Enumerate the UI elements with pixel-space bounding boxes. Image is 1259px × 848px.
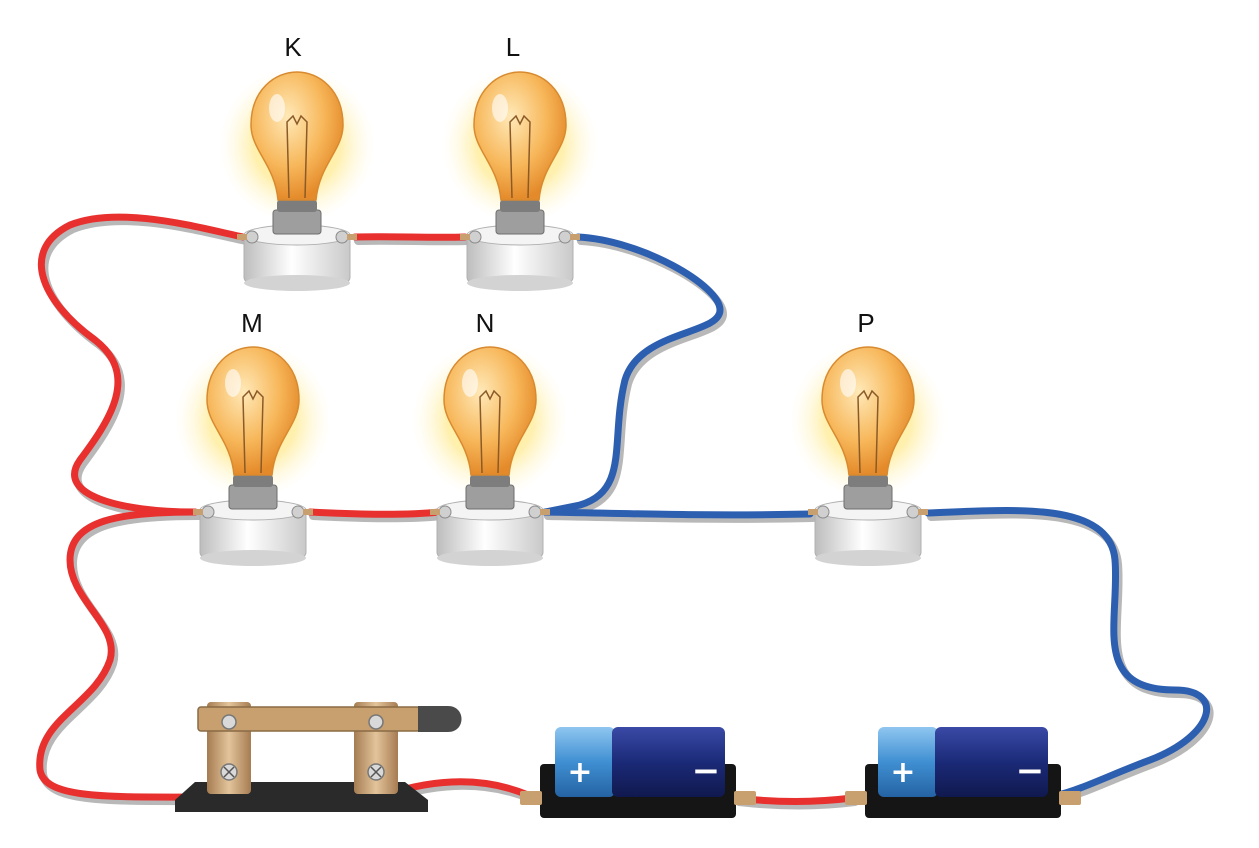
bulb-highlight: [492, 94, 508, 122]
bulb-label-m: M: [241, 308, 263, 338]
battery-terminal-left: [845, 791, 867, 805]
terminal-screw-icon: [438, 505, 452, 519]
terminal-screw-icon: [906, 505, 920, 519]
bulb-socket-bottom: [467, 275, 573, 291]
switch-handle[interactable]: [418, 706, 462, 732]
filament-icon: [286, 114, 308, 199]
filament-icon: [242, 389, 264, 474]
bulb-thread: [848, 475, 888, 487]
battery-terminal-left: [520, 791, 542, 805]
bulb-label-p: P: [857, 308, 874, 338]
wire-p-to-battery: [924, 506, 1210, 799]
bulb-m: [175, 342, 331, 566]
bulb-collar: [843, 484, 893, 510]
bulb-socket-bottom: [244, 275, 350, 291]
terminal-tab: [237, 234, 247, 240]
bulb-highlight: [225, 369, 241, 397]
wires: [36, 213, 1214, 810]
bulb-socket-bottom: [437, 550, 543, 566]
bulb-highlight: [840, 369, 856, 397]
battery-body: [935, 727, 1048, 797]
terminal-tab: [347, 234, 357, 240]
wire-m-to-n: [306, 508, 444, 518]
battery-1: + −: [520, 727, 756, 818]
filament-icon: [509, 114, 531, 199]
terminal-tab: [430, 509, 440, 515]
filament-icon: [857, 389, 879, 474]
terminal-tab: [918, 509, 928, 515]
terminal-tab: [540, 509, 550, 515]
bulb-socket-bottom: [200, 550, 306, 566]
bulb-l: [442, 67, 598, 291]
terminal-screw-icon: [468, 230, 482, 244]
bulb-label-n: N: [476, 308, 495, 338]
terminal-tab: [808, 509, 818, 515]
bulb-collar: [228, 484, 278, 510]
bulb-thread: [277, 200, 317, 212]
terminal-screw-icon: [335, 230, 349, 244]
terminal-tab: [303, 509, 313, 515]
wire-n-to-p: [541, 508, 814, 519]
screw-icon: [368, 714, 384, 730]
terminal-screw-icon: [245, 230, 259, 244]
bulb-socket-bottom: [815, 550, 921, 566]
wire-k-to-m: [38, 213, 247, 516]
minus-sign: −: [1016, 751, 1045, 791]
minus-sign: −: [692, 751, 721, 791]
terminal-screw-icon: [201, 505, 215, 519]
bulb-labels: K L M N P: [241, 32, 875, 338]
battery-body: [612, 727, 725, 797]
wire-m-to-switch: [36, 508, 224, 801]
bulb-collar: [465, 484, 515, 510]
battery-cap: [878, 727, 938, 797]
battery-2: + −: [845, 727, 1081, 818]
battery-terminal-right: [734, 791, 756, 805]
plus-sign: +: [567, 755, 592, 790]
terminal-tab: [193, 509, 203, 515]
bulb-p: [790, 342, 946, 566]
bulb-n: [412, 342, 568, 566]
bulb-thread: [500, 200, 540, 212]
knife-switch[interactable]: [175, 702, 462, 812]
terminal-screw-icon: [291, 505, 305, 519]
terminal-screw-icon: [528, 505, 542, 519]
bulb-label-k: K: [284, 32, 302, 62]
bulb-highlight: [462, 369, 478, 397]
bulb-thread: [233, 475, 273, 487]
bulb-k: [219, 67, 375, 291]
bulbs: [175, 67, 946, 566]
bulb-collar: [272, 209, 322, 235]
battery-terminal-right: [1059, 791, 1081, 805]
bulb-highlight: [269, 94, 285, 122]
terminal-tab: [570, 234, 580, 240]
plus-sign: +: [890, 755, 915, 790]
screw-icon: [221, 714, 237, 730]
bulb-label-l: L: [506, 32, 520, 62]
battery-cap: [555, 727, 615, 797]
bulb-thread: [470, 475, 510, 487]
terminal-screw-icon: [558, 230, 572, 244]
filament-icon: [479, 389, 501, 474]
terminal-tab: [460, 234, 470, 240]
wire-l-to-n: [541, 233, 724, 516]
wire-k-to-l: [351, 233, 469, 241]
terminal-screw-icon: [816, 505, 830, 519]
bulb-collar: [495, 209, 545, 235]
